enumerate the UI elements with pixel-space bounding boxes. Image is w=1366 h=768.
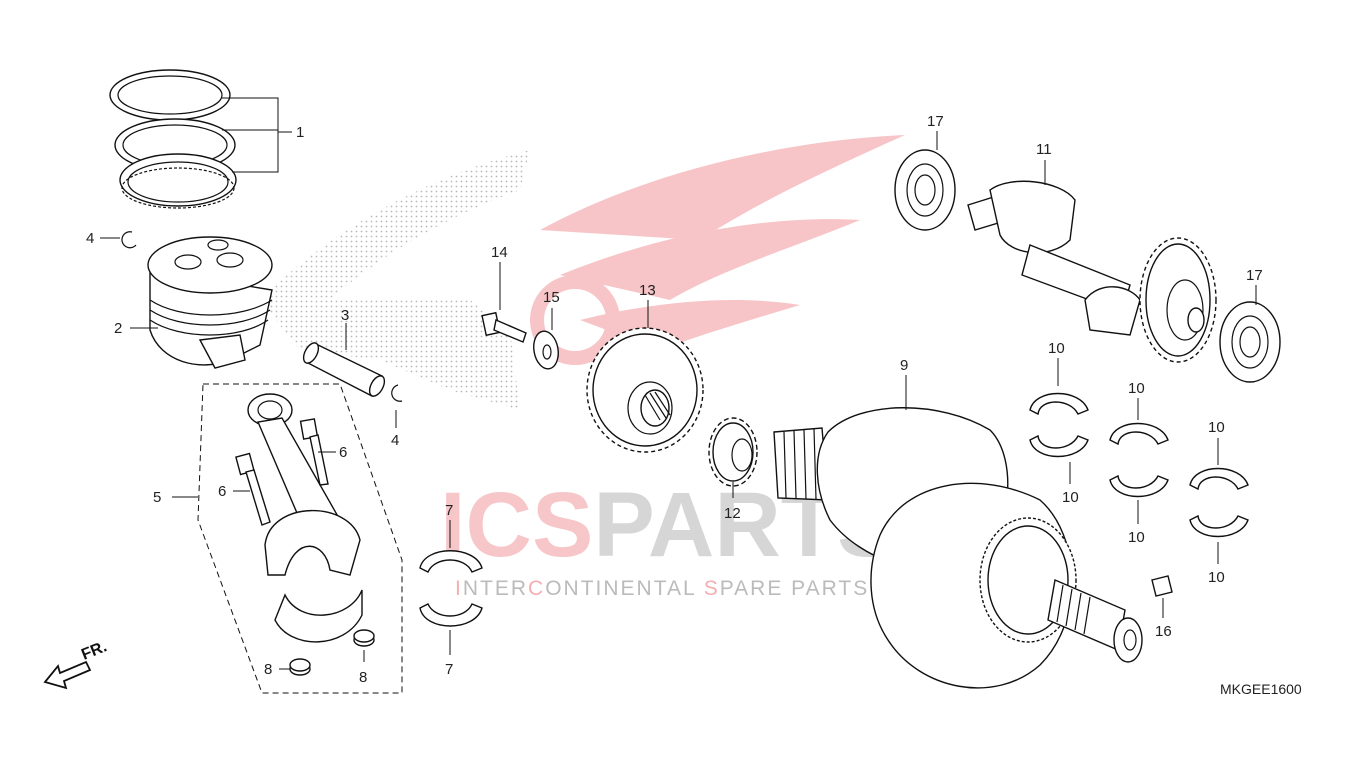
callout-15[interactable]: 15 (543, 289, 560, 306)
watermark-wing-logo (530, 135, 905, 365)
callout-14[interactable]: 14 (491, 244, 508, 261)
diagram-code: MKGEE1600 (1220, 681, 1302, 697)
callout-17-top[interactable]: 17 (927, 113, 944, 130)
callout-10-b[interactable]: 10 (1062, 489, 1079, 506)
callout-8-left[interactable]: 8 (264, 661, 272, 678)
con-rod-group-bracket (197, 383, 403, 694)
main-bearing-shells-illustration[interactable] (1029, 392, 1249, 538)
watermark: ICSPARTS INTERCONTINENTAL SPARE PARTS (260, 135, 905, 600)
con-rod-bearing-upper-illustration[interactable] (419, 550, 483, 573)
watermark-tagline-i: I (455, 577, 463, 600)
callout-10-c[interactable]: 10 (1128, 380, 1145, 397)
woodruff-key-illustration[interactable] (1151, 575, 1173, 597)
callout-13[interactable]: 13 (639, 282, 656, 299)
piston-rings-illustration[interactable] (109, 69, 237, 209)
svg-text:INTERCONTINENTAL SPARE PARTS: INTERCONTINENTAL SPARE PARTS (455, 577, 869, 600)
callout-4-right[interactable]: 4 (391, 432, 399, 449)
callout-1[interactable]: 1 (296, 124, 304, 141)
callout-9[interactable]: 9 (900, 357, 908, 374)
con-rod-bolt-right-illustration[interactable] (299, 418, 329, 486)
con-rod-bearing-lower-illustration[interactable] (419, 603, 483, 627)
callout-7-top[interactable]: 7 (445, 502, 453, 519)
callout-10-f[interactable]: 10 (1208, 569, 1225, 586)
callout-16[interactable]: 16 (1155, 623, 1172, 640)
connecting-rod-illustration[interactable] (247, 393, 363, 643)
callout-10-a[interactable]: 10 (1048, 340, 1065, 357)
crankshaft-illustration[interactable] (773, 407, 1143, 689)
watermark-tagline-c: C (528, 577, 545, 600)
callout-6-right[interactable]: 6 (339, 444, 347, 461)
callout-6-left[interactable]: 6 (218, 483, 226, 500)
callout-17-right[interactable]: 17 (1246, 267, 1263, 284)
watermark-tagline-nter: NTER (463, 577, 528, 600)
sprocket-illustration[interactable] (708, 417, 758, 487)
watermark-tagline-s: S (704, 577, 720, 600)
piston-illustration[interactable] (147, 236, 273, 369)
gear-bolt-illustration[interactable] (481, 311, 527, 343)
callout-12[interactable]: 12 (724, 505, 741, 522)
con-rod-nut-left-illustration[interactable] (289, 658, 311, 676)
watermark-tagline-pare-parts: PARE PARTS (720, 577, 870, 600)
callout-8-right[interactable]: 8 (359, 669, 367, 686)
callout-7-bottom[interactable]: 7 (445, 661, 453, 678)
bearing-right-illustration[interactable] (1219, 301, 1281, 383)
callout-2[interactable]: 2 (114, 320, 122, 337)
callout-10-e[interactable]: 10 (1208, 419, 1225, 436)
front-arrow-icon (43, 660, 92, 690)
con-rod-nut-right-illustration[interactable] (353, 629, 375, 647)
callout-5[interactable]: 5 (153, 489, 161, 506)
callout-10-d[interactable]: 10 (1128, 529, 1145, 546)
primary-gear-illustration[interactable] (586, 327, 704, 453)
leader-1 (222, 97, 292, 173)
callout-3[interactable]: 3 (341, 307, 349, 324)
front-direction-marker: FR. (43, 638, 109, 690)
con-rod-bolt-left-illustration[interactable] (235, 452, 271, 526)
front-label: FR. (79, 638, 109, 663)
piston-pin-clip-right-illustration[interactable] (391, 384, 403, 402)
watermark-dotted-wing (260, 150, 530, 410)
balancer-shaft-illustration[interactable] (967, 180, 1217, 363)
callout-4-left[interactable]: 4 (86, 230, 94, 247)
callout-labels: 1 2 3 4 4 5 6 6 7 7 8 8 9 10 10 10 10 10… (86, 113, 1263, 686)
bearing-upper-illustration[interactable] (894, 149, 956, 231)
piston-pin-illustration[interactable] (301, 340, 388, 398)
watermark-tagline-ontinental: ONTINENTAL (545, 577, 704, 600)
washer-illustration[interactable] (531, 329, 561, 371)
callout-11[interactable]: 11 (1036, 141, 1052, 158)
piston-pin-clip-left-illustration[interactable] (121, 231, 137, 249)
